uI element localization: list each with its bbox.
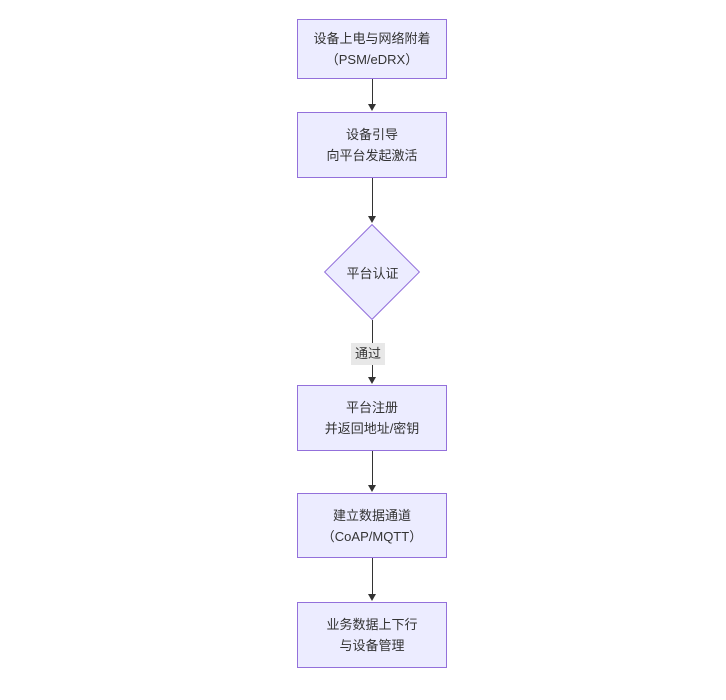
decision-platform-auth: 平台认证 [322,223,423,321]
node-text-line: 设备上电与网络附着 [313,31,431,46]
node-data-channel: 建立数据通道 （CoAP/MQTT） [297,493,447,558]
node-text-line: 平台认证 [346,266,399,281]
node-text-line: （CoAP/MQTT） [321,528,423,544]
node-text-line: （PSM/eDRX） [325,52,419,67]
node-text-line: 平台注册 [345,400,398,415]
node-business-data: 业务数据上下行 与设备管理 [297,602,447,668]
arrowhead-icon [368,216,376,223]
node-text-line: 并返回地址/密钥 [324,421,420,436]
edge-a-b [372,79,373,105]
arrowhead-icon [368,377,376,384]
node-power-network-attach: 设备上电与网络附着 （PSM/eDRX） [297,19,447,79]
edge-label-pass: 通过 [351,343,386,365]
node-text-line: 设备引导 [345,127,398,142]
node-device-bootstrap: 设备引导 向平台发起激活 [297,112,447,178]
node-text-line: 向平台发起激活 [326,148,418,163]
edge-d-e [372,451,373,486]
arrowhead-icon [368,485,376,492]
edge-b-c [372,178,373,217]
node-text-line: 业务数据上下行 [326,617,418,632]
arrowhead-icon [368,104,376,111]
node-text-line: 建立数据通道 [332,507,411,523]
node-text-line: 与设备管理 [339,638,405,653]
edge-e-f [372,558,373,595]
arrowhead-icon [368,594,376,601]
node-platform-register: 平台注册 并返回地址/密钥 [297,385,447,451]
